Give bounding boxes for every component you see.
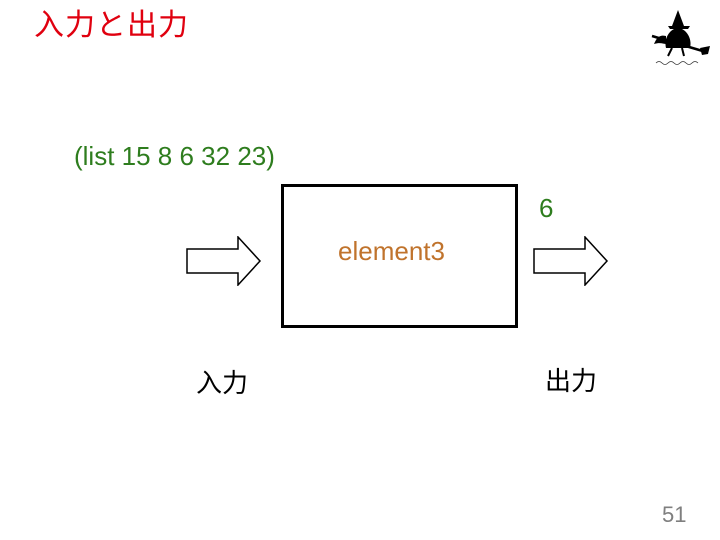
function-name: element3 xyxy=(338,236,445,266)
input-arrow-icon xyxy=(186,236,262,286)
output-label: 出力 xyxy=(545,367,598,397)
slide-title: 入力と出力 xyxy=(34,8,189,43)
function-box xyxy=(281,184,518,328)
output-arrow-icon xyxy=(533,236,609,286)
witch-on-broom-logo-icon xyxy=(651,10,710,65)
page-number: 51 xyxy=(662,502,687,527)
output-value: 6 xyxy=(539,193,554,223)
input-label: 入力 xyxy=(196,369,249,399)
input-expression: (list 15 8 6 32 23) xyxy=(74,141,275,171)
